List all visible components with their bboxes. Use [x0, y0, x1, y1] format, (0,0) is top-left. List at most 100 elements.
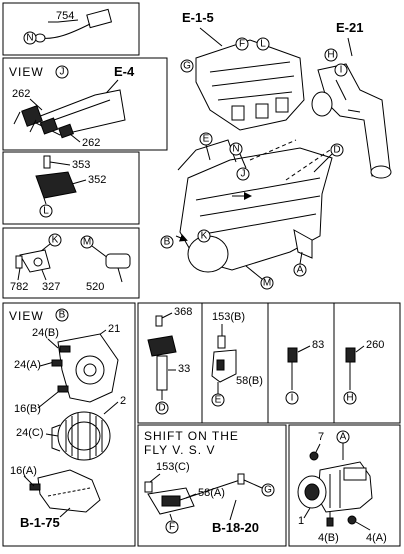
panel-sensor-353-border — [2, 151, 140, 225]
callout-g-1: G — [264, 485, 272, 496]
part-58b-label: 58(B) — [236, 375, 263, 387]
panel-shift-border — [137, 424, 287, 547]
engine-callout-e: E — [203, 134, 210, 145]
callout-k-1: K — [52, 235, 59, 246]
panel-view-b: VIEW B 24(B) 21 24(A) 16(B) 2 24(C) 16(A… — [9, 308, 126, 530]
part-754-label: 754 — [56, 10, 74, 22]
engine-callout-i: I — [340, 65, 343, 76]
callout-circle-h-1 — [343, 391, 357, 405]
panel-shift: SHIFT ON THE FLY V. S. V 153(C) 58(A) G … — [144, 429, 275, 535]
engine-callout-circle-n — [229, 142, 243, 156]
engine-callout-circle-f — [235, 37, 249, 51]
callout-n-1: N — [26, 33, 33, 44]
engine-callout-l: L — [260, 39, 266, 50]
panel-view-j-border — [2, 57, 168, 151]
part-4a-label: 4(A) — [366, 532, 387, 544]
shift-line-1: SHIFT ON THE — [144, 429, 239, 443]
panel-bracket-k-border — [2, 227, 140, 299]
callout-m-1: M — [83, 237, 91, 248]
sensor-352-body — [35, 171, 77, 199]
callout-circle-k-1 — [48, 233, 62, 247]
callout-circle-d-1 — [155, 401, 169, 415]
engine-callout-f: F — [239, 39, 245, 50]
engine-callout-circle-m — [260, 276, 274, 290]
switch-260 — [345, 347, 356, 363]
view-j-letter: J — [60, 67, 65, 78]
part-58a-label: 58(A) — [198, 487, 225, 499]
bolt-353 — [43, 155, 51, 169]
callout-circle-f-1 — [165, 520, 179, 534]
callout-d-1: D — [158, 403, 165, 414]
view-b-header: VIEW — [9, 309, 44, 323]
panel-switch-260: 260 H — [343, 339, 384, 405]
part-327-label: 327 — [42, 281, 60, 293]
panel-view-b-border — [2, 302, 136, 547]
part-352-label: 352 — [88, 174, 106, 186]
panel-switch-83-border — [267, 302, 335, 424]
callout-h-1: H — [346, 393, 353, 404]
part-7-label: 7 — [318, 431, 324, 443]
part-262-a: 262 — [12, 88, 30, 100]
ignition-coil-head — [147, 335, 177, 357]
engine-callout-g: G — [183, 61, 191, 72]
callout-circle-m-1 — [80, 235, 94, 249]
callout-circle-e-1 — [211, 393, 225, 407]
part-83-label: 83 — [312, 339, 324, 351]
part-21-label: 21 — [108, 323, 120, 335]
intake-manifold — [195, 39, 305, 131]
panel-bracket-153b: 153(B) 58(B) E — [211, 311, 263, 407]
vsv-hose — [179, 479, 241, 501]
part-4b-label: 4(B) — [318, 532, 339, 544]
part-24a-label: 24(A) — [14, 359, 41, 371]
part-2-label: 2 — [120, 395, 126, 407]
panel-borders — [2, 2, 401, 547]
callout-a-2: A — [340, 432, 347, 443]
shift-ref: B-18-20 — [212, 520, 259, 535]
engine-callout-k: K — [201, 231, 208, 242]
panel-coil-border — [137, 302, 203, 424]
part-262-b: 262 — [82, 137, 100, 149]
panel-starter-border — [288, 424, 401, 547]
view-b-ref: B-1-75 — [20, 515, 60, 530]
panel-coil: 368 33 D — [147, 306, 192, 415]
panel-starter: A 7 1 4(B) 4(A) — [297, 430, 387, 544]
callout-circle-n-1 — [23, 31, 37, 45]
view-j-circle — [55, 65, 69, 79]
part-260-label: 260 — [366, 339, 384, 351]
view-j-ref: E-4 — [114, 64, 135, 79]
engine-callout-circle-i — [334, 63, 348, 77]
shift-line-2: FLY V. S. V — [144, 443, 215, 457]
alternator-lower-bracket — [37, 469, 101, 513]
callout-circle-g-1 — [261, 483, 275, 497]
part-24b-label: 24(B) — [32, 327, 59, 339]
switch-83 — [287, 347, 298, 363]
panel-switch-83: 83 I — [285, 339, 324, 405]
view-j-header: VIEW — [9, 65, 44, 79]
panel-bracket-k: K 782 327 M 520 — [10, 233, 131, 293]
part-153c-label: 153(C) — [156, 461, 190, 473]
part-353-label: 353 — [72, 159, 90, 171]
callout-i-1: I — [291, 393, 294, 404]
callout-f-1: F — [169, 522, 175, 533]
part-368-label: 368 — [174, 306, 192, 318]
engine-callout-b: B — [164, 237, 171, 248]
engine-callout-n: N — [232, 144, 239, 155]
engine-callout-circle-g — [180, 59, 194, 73]
part-782-label: 782 — [10, 281, 28, 293]
engine-callout-circle-j — [236, 167, 250, 181]
part-24c-label: 24(C) — [16, 427, 44, 439]
callout-l-1: L — [43, 206, 49, 217]
engine-assembly: E-1-5 E-21 G F L — [160, 10, 392, 290]
part-16a-label: 16(A) — [10, 465, 37, 477]
sensor-520 — [105, 253, 131, 269]
part-153b-label: 153(B) — [212, 311, 245, 323]
panel-view-j: VIEW J E-4 262 262 — [9, 64, 135, 149]
engine-callout-a: A — [297, 265, 304, 276]
engine-callout-d: D — [333, 145, 340, 156]
panel-sensor-754: 754 N — [23, 8, 113, 45]
part-520-label: 520 — [86, 281, 104, 293]
engine-callout-j: J — [241, 169, 246, 180]
engine-callout-circle-h — [324, 48, 338, 62]
